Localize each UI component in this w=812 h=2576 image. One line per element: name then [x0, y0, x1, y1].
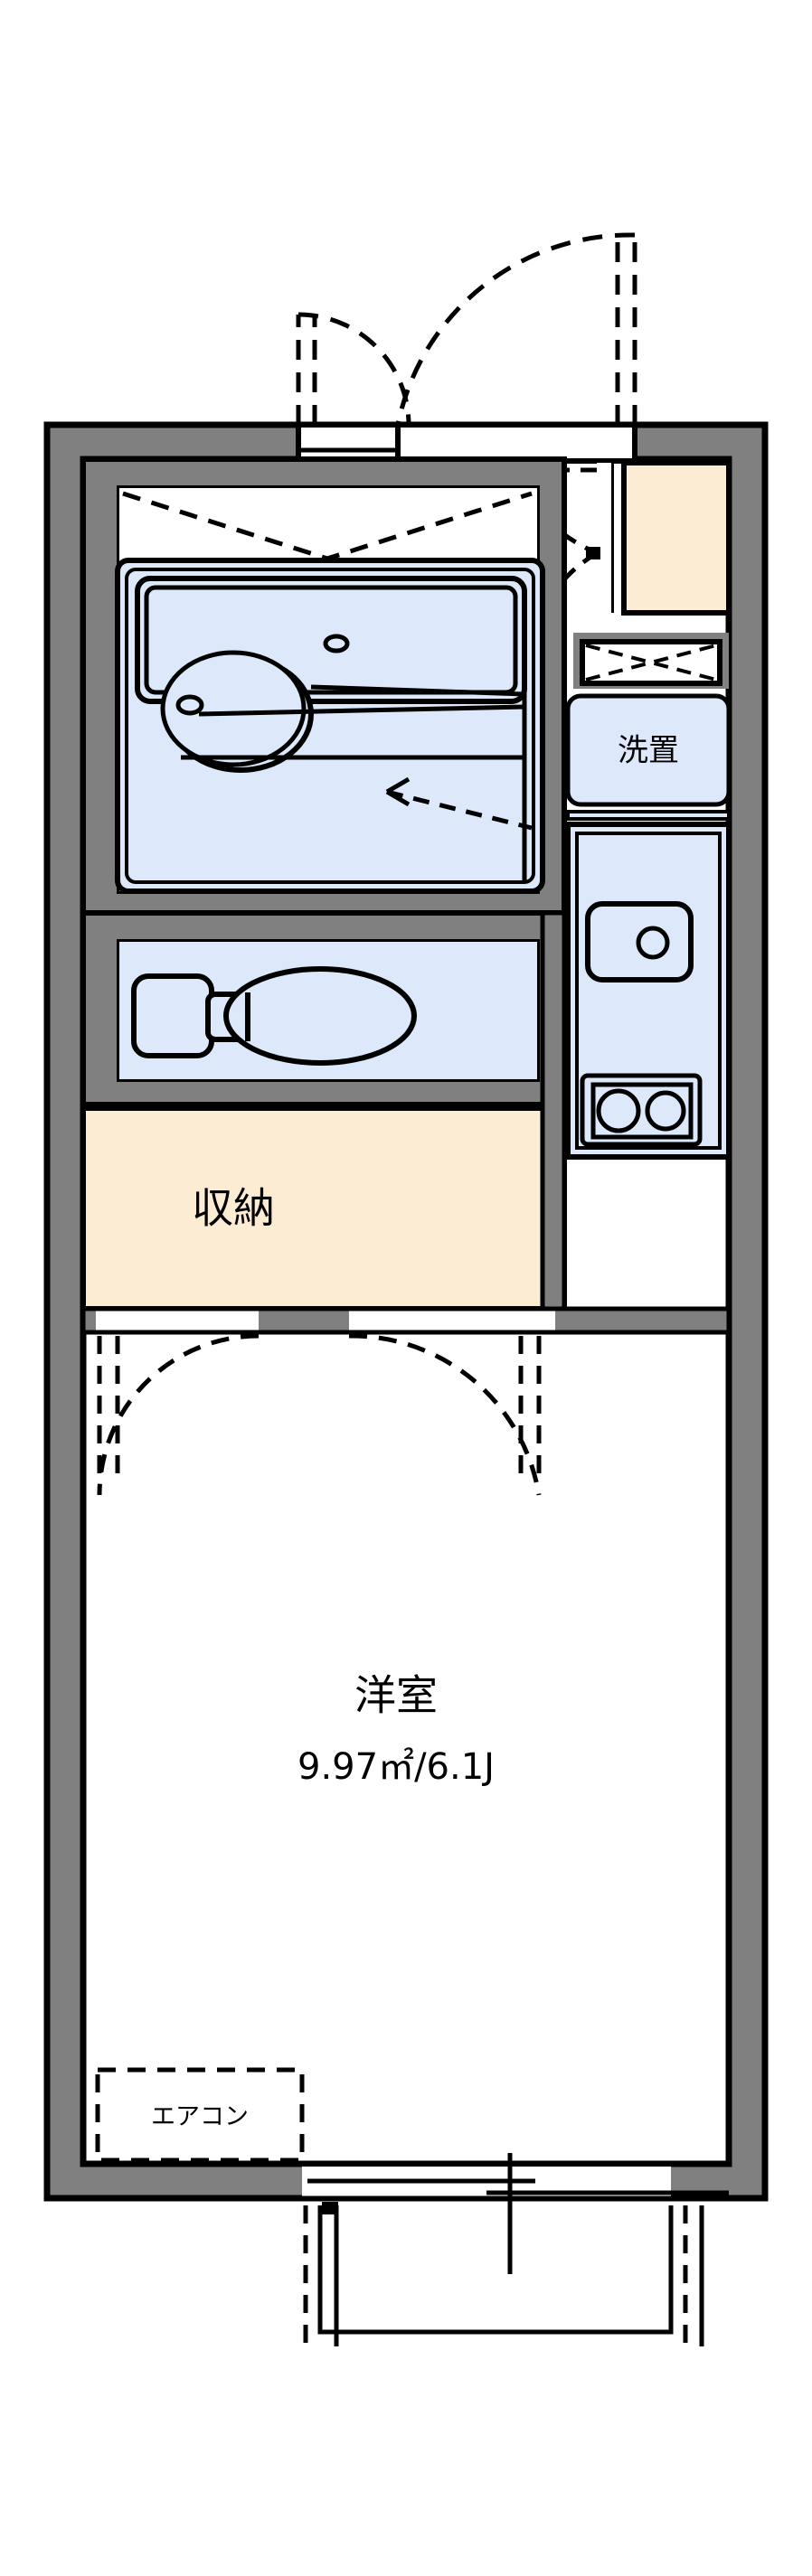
unit-bath: [80, 456, 567, 916]
stove-two-burner: [580, 1073, 703, 1147]
vanity-sink: [160, 650, 527, 882]
kitchen-sink: [585, 901, 694, 982]
entrance-zone: [296, 232, 637, 489]
washing-machine-space: 洗置: [565, 693, 732, 807]
storage-label: 収納: [192, 1184, 275, 1233]
overhead-storage: [573, 633, 729, 689]
entrance-closet: [597, 460, 732, 616]
aircon-label: エアコン: [151, 2103, 249, 2131]
main-room-area: 9.97㎡/6.1J: [297, 1746, 495, 1788]
aircon-marker: エアコン: [95, 2067, 305, 2163]
main-room-label: 洋室: [354, 1671, 438, 1720]
entrance-inner-door[interactable]: [296, 312, 411, 426]
balcony-window[interactable]: [302, 2153, 729, 2274]
entrance-door[interactable]: [395, 232, 637, 426]
laundry-label: 洗置: [618, 733, 679, 769]
toilet: [131, 966, 417, 1066]
storage-room: 収納: [80, 1105, 567, 1312]
entrance-door-opening: [398, 425, 635, 461]
bath-entry-mark: [385, 776, 533, 831]
kitchen-unit: [565, 810, 732, 1160]
room-double-door[interactable]: [97, 1333, 542, 1496]
toilet-room: [80, 910, 567, 1107]
balcony-outline: [303, 2202, 704, 2346]
hall-partition-wall: [540, 910, 567, 1313]
main-room: 洋室 9.97㎡/6.1J: [297, 1671, 495, 1789]
room-divider: [80, 1306, 732, 1335]
